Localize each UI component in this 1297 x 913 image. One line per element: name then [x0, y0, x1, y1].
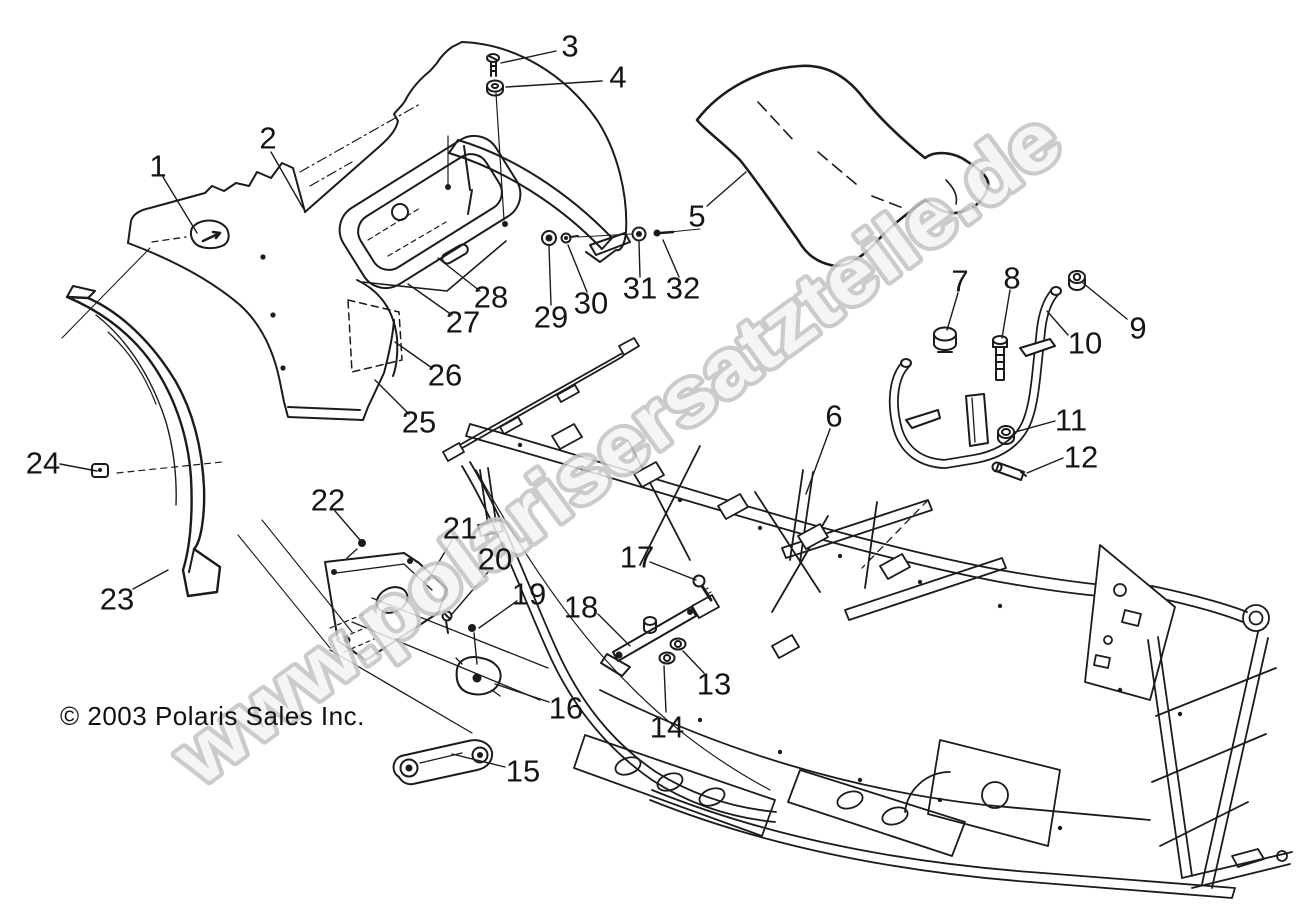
- bolt-29-part: [541, 230, 557, 246]
- nut-9-part: [1068, 270, 1086, 291]
- screw-20-part: [441, 610, 453, 634]
- rivet-19-part: [468, 624, 478, 665]
- washer-4-part: [486, 79, 504, 97]
- cap-7-part: [933, 326, 957, 353]
- fasteners: [441, 53, 1086, 665]
- bracket-18: [600, 606, 697, 677]
- nut-14-part: [658, 651, 676, 665]
- heat-shield-panel: [61, 247, 549, 734]
- main-frame: [442, 337, 1293, 899]
- screw-30-part: [560, 232, 579, 244]
- nut-11-part: [997, 425, 1015, 445]
- copyright-text: © 2003 Polaris Sales Inc.: [60, 701, 365, 731]
- leader-lines: [59, 50, 1128, 768]
- bolt-17-part: [692, 574, 713, 602]
- bolt-8-part: [992, 335, 1008, 381]
- rear-fender-body: [127, 41, 631, 421]
- bracket-15: [392, 739, 494, 786]
- bolt-31-part: [631, 226, 647, 242]
- screw-32-part: [653, 229, 675, 237]
- mud-flap: [65, 285, 223, 598]
- rivet-22-part: [358, 539, 366, 547]
- cargo-rack: [338, 92, 522, 292]
- grab-bar: [861, 286, 1062, 569]
- pin-12-part: [991, 461, 1027, 481]
- watermark-text: www.polarisersatzteile.de: [156, 94, 1076, 803]
- nut-13-part: [669, 637, 687, 651]
- screw-3-part: [486, 53, 500, 77]
- seat: [695, 64, 990, 268]
- bracket-16: [455, 656, 502, 697]
